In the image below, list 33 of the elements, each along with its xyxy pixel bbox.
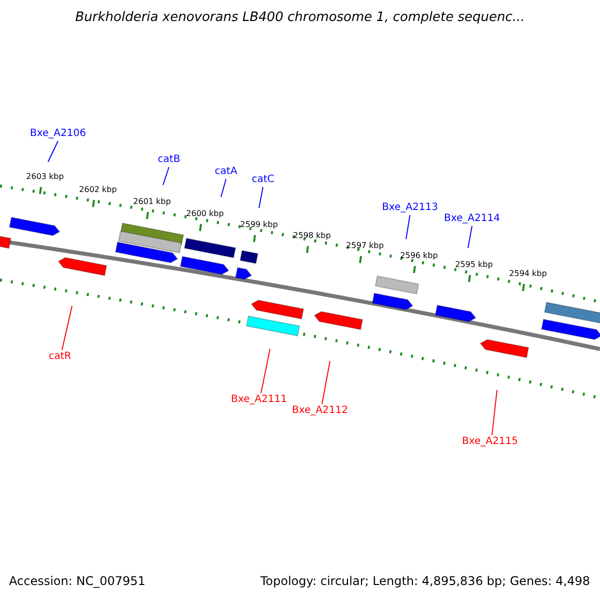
leader-line: [162, 166, 170, 186]
position-label: 2595 kbp: [455, 259, 493, 271]
position-label: 2596 kbp: [400, 250, 438, 262]
position-label: 2603 kbp: [26, 171, 64, 183]
position-label: 2598 kbp: [293, 230, 331, 242]
leader-line: [48, 140, 58, 162]
leader-line: [322, 360, 330, 404]
position-label: 2600 kbp: [186, 208, 224, 220]
gene-label: Bxe_A2112: [292, 405, 348, 417]
leader-line: [258, 186, 264, 208]
leader-line: [468, 226, 472, 248]
map-title: Burkholderia xenovorans LB400 chromosome 1, complete sequenc...: [74, 10, 526, 25]
gene-label: catC: [252, 174, 274, 186]
leader-line: [260, 348, 270, 394]
gene-label: Bxe_A2106: [30, 128, 86, 140]
position-label: 2599 kbp: [240, 219, 278, 231]
leader-line: [406, 214, 410, 240]
footer-text: Topology: circular; Length: 4,895,836 bp; Genes: 4,498: [260, 574, 590, 588]
gene-label: catB: [158, 154, 180, 166]
footer-text: Accession: NC_007951: [9, 574, 146, 588]
position-label: 2594 kbp: [509, 268, 547, 280]
gene-label: Bxe_A2115: [462, 436, 518, 448]
gene-label: catA: [214, 166, 238, 178]
position-label: 2601 kbp: [133, 196, 171, 208]
position-label: 2602 kbp: [79, 184, 117, 196]
leader-line: [492, 390, 498, 436]
leader-line: [62, 306, 72, 350]
gene-label: catR: [48, 351, 72, 363]
gene-label: Bxe_A2114: [444, 213, 500, 225]
gene-label: Bxe_A2111: [231, 394, 287, 406]
position-label: 2597 kbp: [346, 240, 384, 252]
gene-label: Bxe_A2113: [382, 202, 438, 214]
leader-line: [220, 178, 226, 198]
